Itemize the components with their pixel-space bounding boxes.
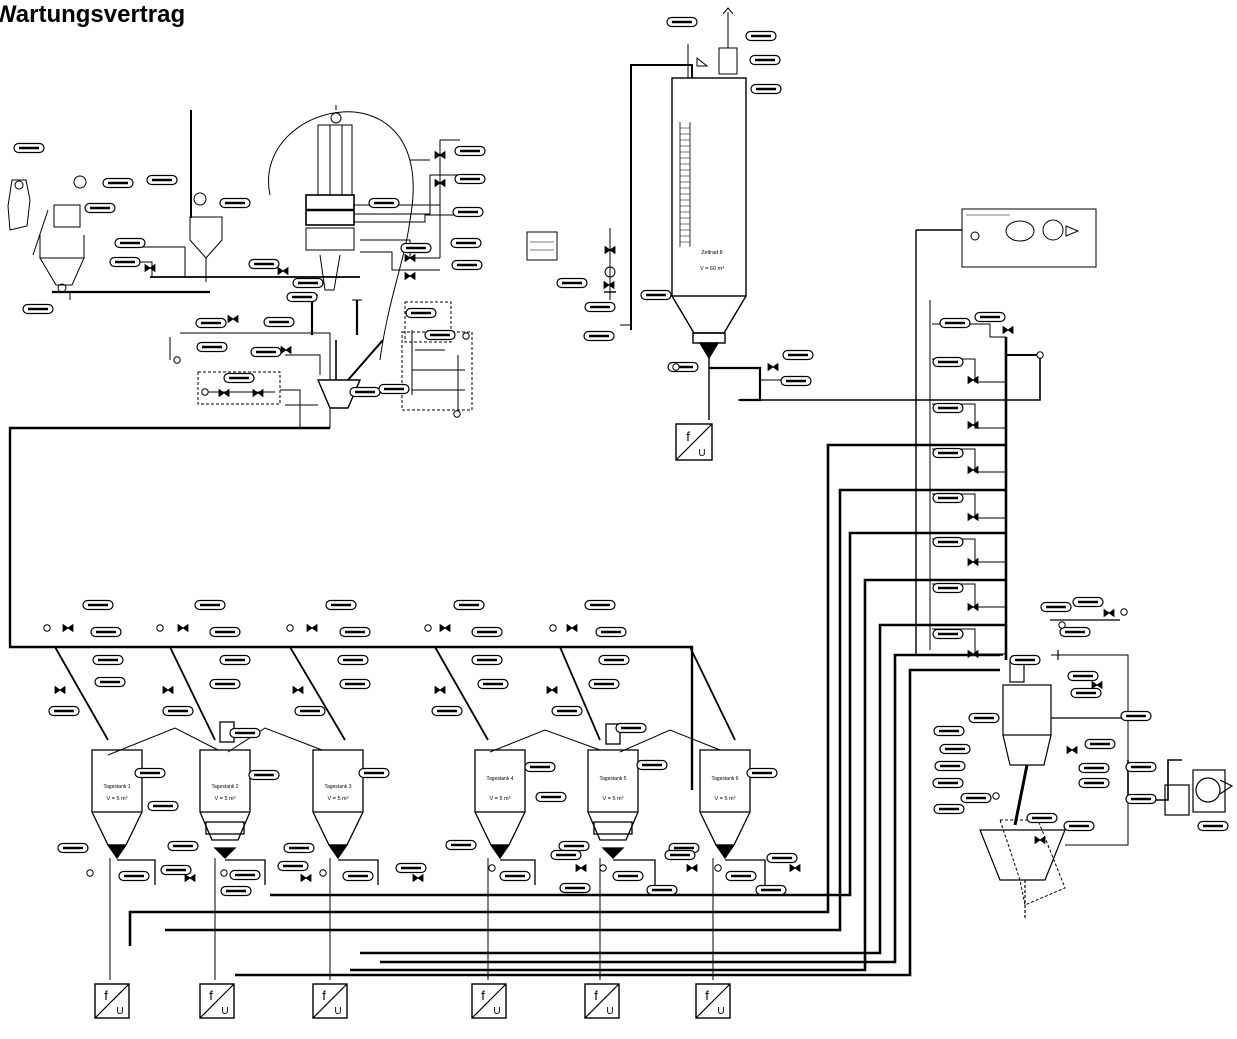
fu-converter-2: f U <box>94 983 130 1019</box>
fu-converter-7: f U <box>695 983 731 1019</box>
fu-2-u: U <box>116 1006 123 1017</box>
tank-6 <box>699 749 751 860</box>
fu-3-f: f <box>209 988 213 1003</box>
fu-5-f: f <box>481 988 485 1003</box>
branch-valves <box>931 311 1044 658</box>
frequency-converters: f U f U f U f U f U <box>94 423 731 1019</box>
fu-4-f: f <box>322 988 326 1003</box>
tank-2-label: Tagestank 2 <box>212 784 239 790</box>
feed-station <box>7 105 694 790</box>
instrument-tags-right <box>931 596 1230 844</box>
day-tank-instruments <box>43 599 801 897</box>
fu-7-f: f <box>705 988 709 1003</box>
fu-5-u: U <box>493 1006 500 1017</box>
instrument-tags-top-left <box>12 142 487 418</box>
tank-6-label: Tagestank 6 <box>712 776 739 782</box>
fu-4-u: U <box>334 1006 341 1017</box>
fu-7-u: U <box>717 1006 724 1017</box>
fu-converter-4: f U <box>312 983 348 1019</box>
fu-converter-5: f U <box>471 983 507 1019</box>
tank-5-label: Tagestank 5 <box>600 776 627 782</box>
tank-5-volume: V = 5 m³ <box>603 796 624 802</box>
day-tank-inlet-lines <box>54 646 736 756</box>
tank-1 <box>91 749 143 860</box>
tank-1-label: Tagestank 1 <box>104 784 131 790</box>
tank-4 <box>474 749 526 860</box>
silo-volume: V = 60 m³ <box>700 266 724 272</box>
tank-3-volume: V = 5 m³ <box>328 796 349 802</box>
fu-1-u: U <box>698 448 705 459</box>
tank-4-label: Tagestank 4 <box>487 776 514 782</box>
silo-label: Zellrad 8 <box>701 250 722 256</box>
transport-lines <box>128 443 1006 977</box>
fu-2-f: f <box>104 988 108 1003</box>
fu-1-f: f <box>686 429 690 444</box>
tank-5 <box>587 723 639 859</box>
tank-3 <box>312 749 364 860</box>
fu-converter-1: f U <box>675 423 713 461</box>
tank-2 <box>199 721 251 859</box>
tank-labels: Zellrad 8 V = 60 m³ Tagestank 1 V = 5 m³… <box>104 250 739 802</box>
fu-converter-3: f U <box>199 983 235 1019</box>
fu-converter-6: f U <box>584 983 620 1019</box>
tank-6-volume: V = 5 m³ <box>715 796 736 802</box>
page-title: Wartungsvertrag <box>0 1 186 28</box>
tank-1-volume: V = 5 m³ <box>107 796 128 802</box>
storage-silo <box>526 7 1041 420</box>
day-tanks <box>91 721 766 980</box>
fu-3-u: U <box>221 1006 228 1017</box>
instrument-tags-silo <box>555 16 815 387</box>
tank-3-label: Tagestank 3 <box>325 784 352 790</box>
fu-6-u: U <box>606 1006 613 1017</box>
tank-2-volume: V = 5 m³ <box>215 796 236 802</box>
tank-4-volume: V = 5 m³ <box>490 796 511 802</box>
final-process <box>979 619 1234 920</box>
fu-6-f: f <box>594 988 598 1003</box>
